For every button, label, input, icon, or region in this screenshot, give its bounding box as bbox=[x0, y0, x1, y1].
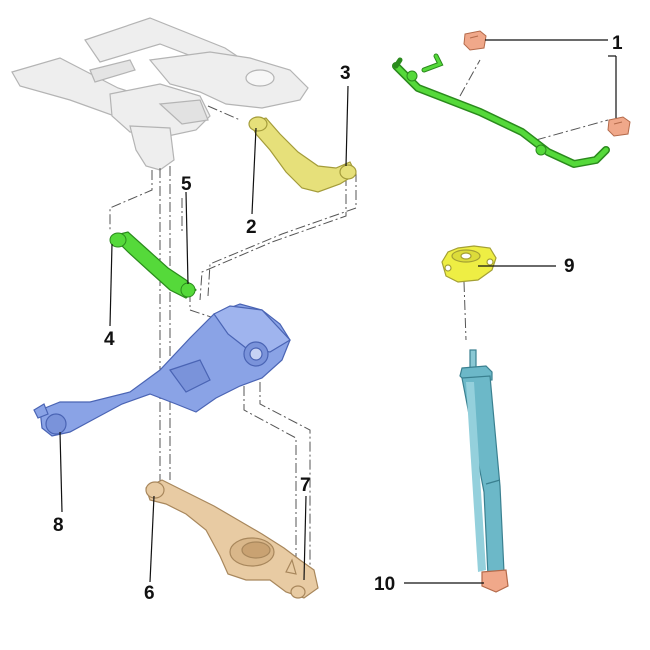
callout-7: 7 bbox=[300, 475, 311, 496]
callout-1: 1 bbox=[612, 33, 623, 54]
callout-8: 8 bbox=[53, 515, 64, 536]
callout-10: 10 bbox=[374, 574, 395, 595]
stabilizer-bushing-icon bbox=[463, 30, 631, 137]
assembly-center-lines bbox=[109, 59, 609, 572]
shock-absorber-icon bbox=[459, 349, 509, 593]
stabilizer-bar bbox=[392, 53, 610, 168]
trailing-arm-knuckle-icon bbox=[33, 303, 291, 437]
callout-numbers: 1 2 3 4 5 6 7 8 9 10 bbox=[53, 33, 623, 604]
rear-subframe bbox=[11, 17, 309, 171]
callout-3: 3 bbox=[340, 63, 351, 84]
callout-6: 6 bbox=[144, 583, 155, 604]
leader-lines bbox=[59, 39, 617, 584]
upper-control-arm-icon bbox=[248, 116, 357, 193]
lower-control-arm-icon bbox=[145, 479, 319, 599]
callout-9: 9 bbox=[564, 256, 575, 277]
callout-5: 5 bbox=[181, 174, 192, 195]
toe-link-icon bbox=[109, 231, 197, 299]
callout-4: 4 bbox=[104, 329, 115, 350]
shock-top-mount-icon bbox=[441, 245, 497, 283]
callout-2: 2 bbox=[246, 217, 257, 238]
